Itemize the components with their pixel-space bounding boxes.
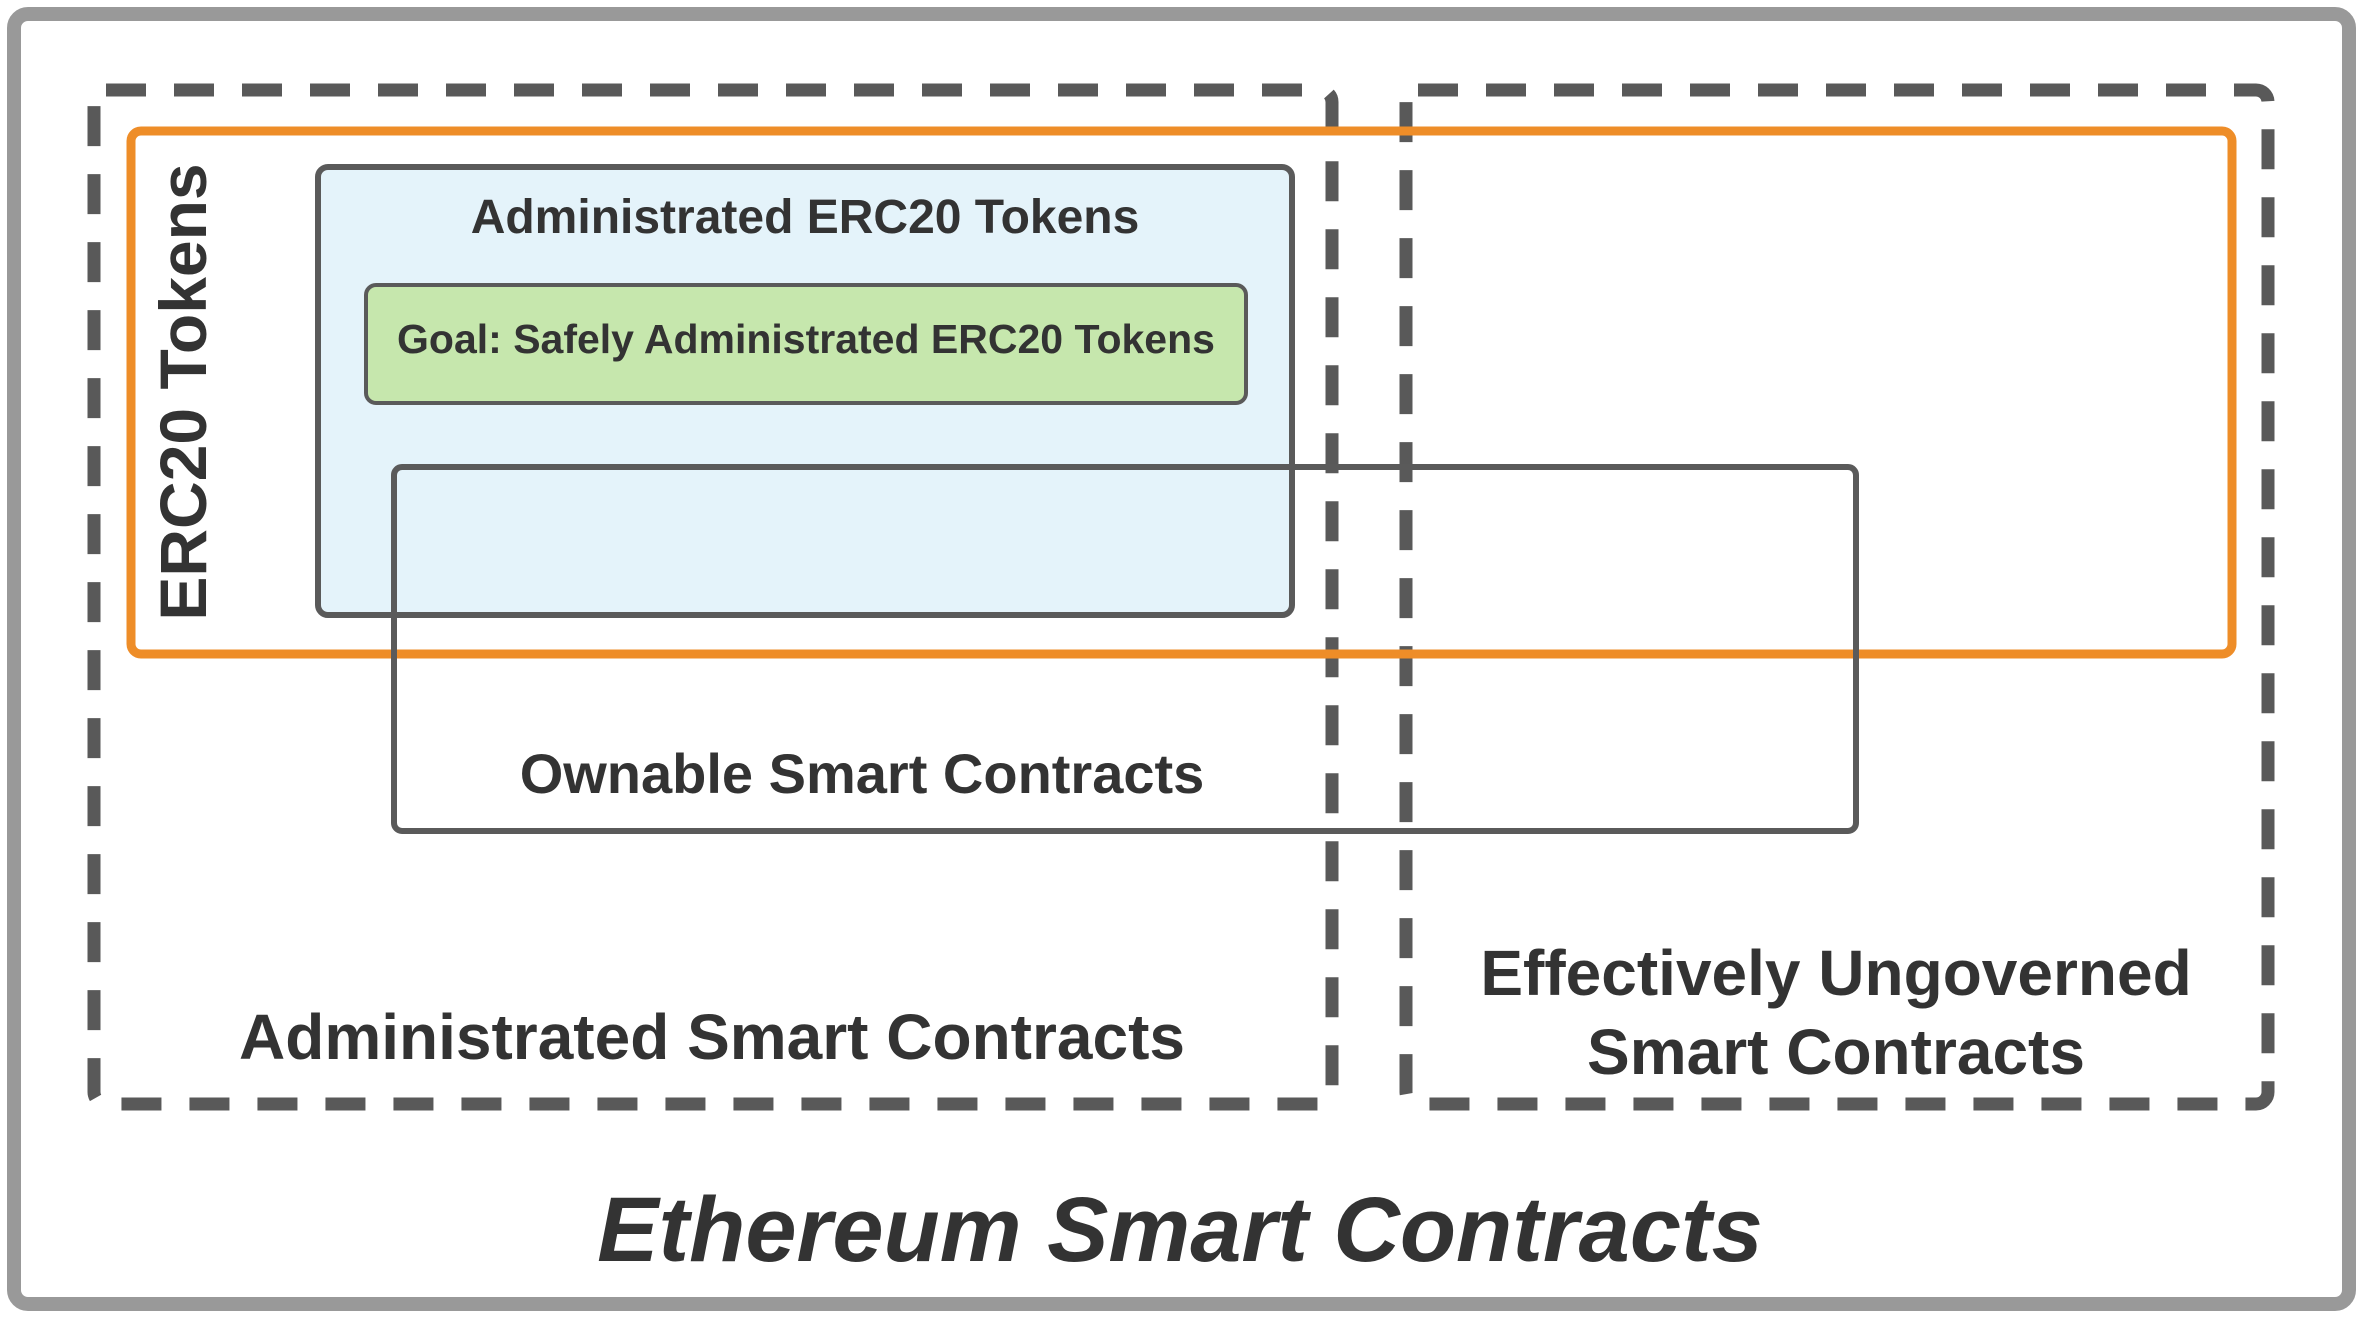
goal-box — [364, 283, 1248, 405]
diagram-title: Ethereum Smart Contracts — [597, 1179, 1763, 1281]
goal-label: Goal: Safely Administrated ERC20 Tokens — [397, 316, 1215, 362]
erc20-tokens-region — [126, 126, 2237, 659]
administrated-contracts-region — [87, 83, 1339, 1111]
ownable-contracts-label: Ownable Smart Contracts — [520, 742, 1205, 805]
erc20-tokens-label: ERC20 Tokens — [146, 163, 220, 620]
ungoverned-contracts-label-line2: Smart Contracts — [1587, 1016, 2085, 1088]
administrated-contracts-label: Administrated Smart Contracts — [239, 1001, 1185, 1073]
ownable-contracts-box — [391, 464, 1859, 834]
ungoverned-contracts-label-line1: Effectively Ungoverned — [1480, 937, 2191, 1009]
administrated-erc20-label: Administrated ERC20 Tokens — [471, 191, 1140, 244]
ungoverned-contracts-region — [1399, 83, 2275, 1111]
